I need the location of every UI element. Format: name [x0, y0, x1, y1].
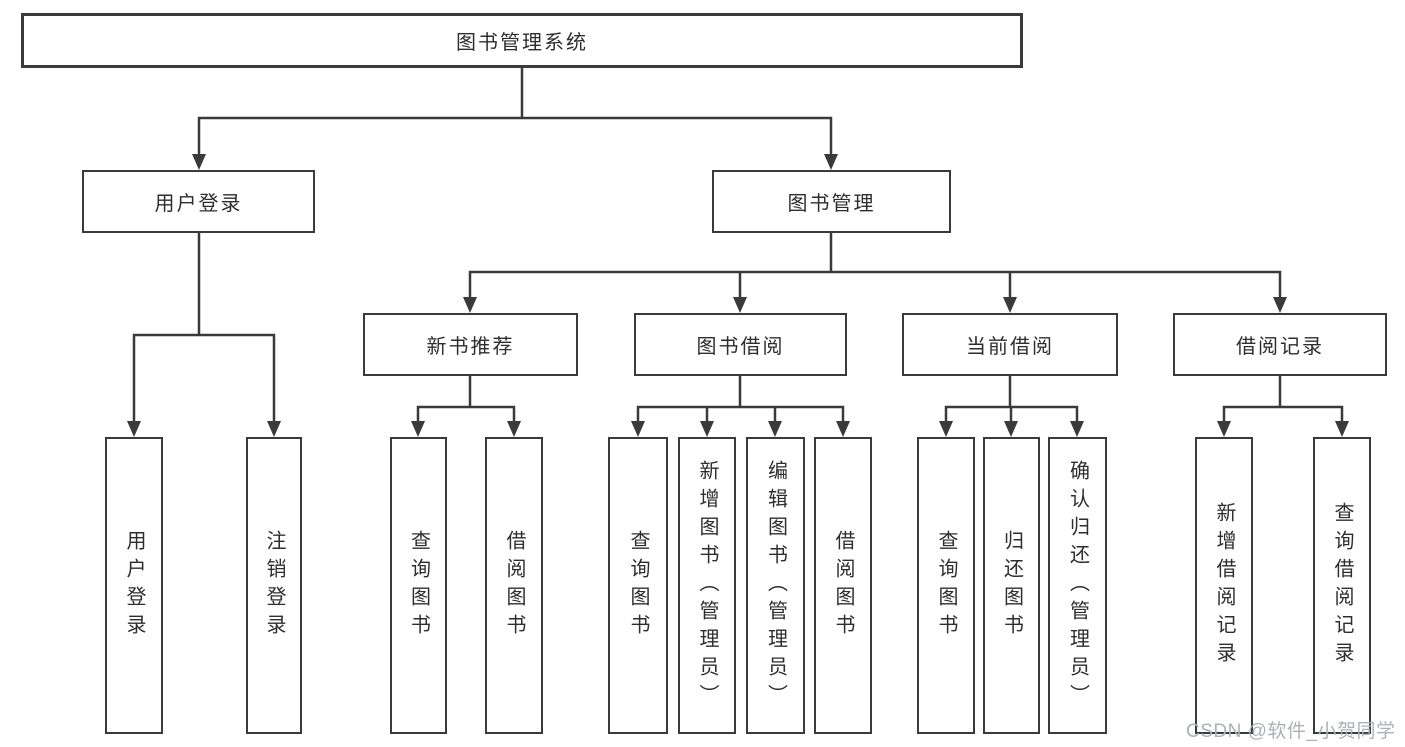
- leaf-label: 新增图书（管理员）: [696, 459, 718, 712]
- leaf-label: 查询图书: [935, 529, 957, 642]
- leaf-label: 确认归还（管理员）: [1066, 459, 1089, 712]
- node-library-system: 图书管理系统: [21, 13, 1023, 68]
- leaf-label: 注销登录: [263, 529, 285, 642]
- leaf-query-borrow-record: 查询借阅记录: [1313, 437, 1371, 734]
- node-label: 当前借阅: [966, 336, 1054, 358]
- leaf-label: 查询图书: [627, 529, 649, 642]
- csdn-watermark: CSDN @软件_小贺同学: [1186, 721, 1396, 742]
- node-book-management: 图书管理: [712, 170, 951, 233]
- arrowhead: [836, 421, 850, 437]
- arrowhead: [824, 154, 838, 170]
- node-user-login: 用户登录: [82, 170, 315, 233]
- connector-book-management-to-groups: [463, 233, 1287, 313]
- leaf-label: 查询图书: [407, 529, 430, 642]
- leaf-query-books-current: 查询图书: [917, 437, 975, 734]
- node-label: 用户登录: [154, 193, 243, 215]
- leaf-logout: 注销登录: [246, 437, 302, 734]
- leaf-confirm-return-admin: 确认归还（管理员）: [1048, 437, 1107, 734]
- node-borrow-records: 借阅记录: [1173, 313, 1387, 376]
- leaf-label: 借阅图书: [832, 529, 854, 642]
- leaf-user-login: 用户登录: [105, 437, 163, 734]
- arrowhead: [411, 421, 425, 437]
- node-book-borrow: 图书借阅: [634, 313, 847, 376]
- arrowhead: [1004, 421, 1018, 437]
- arrowhead: [1070, 421, 1084, 437]
- node-label: 图书管理系统: [456, 32, 588, 54]
- arrowhead: [1273, 297, 1287, 313]
- leaf-query-books-recommend: 查询图书: [390, 437, 447, 734]
- arrowhead: [939, 421, 953, 437]
- leaf-label: 用户登录: [123, 529, 145, 642]
- leaf-add-books-admin: 新增图书（管理员）: [678, 437, 736, 734]
- connector-user-login-to-leaves: [127, 233, 281, 437]
- node-new-book-recommend: 新书推荐: [363, 313, 578, 376]
- node-label: 图书借阅: [696, 336, 785, 358]
- node-label: 图书管理: [787, 193, 876, 215]
- connector-book-borrow-to-leaves: [631, 376, 850, 437]
- connector-borrow-records-to-leaves: [1217, 376, 1349, 437]
- arrowhead: [1217, 421, 1231, 437]
- arrowhead: [192, 154, 206, 170]
- arrowhead: [733, 297, 747, 313]
- connector-new-book-to-leaves: [411, 376, 521, 437]
- arrowhead: [267, 421, 281, 437]
- arrowhead: [768, 421, 782, 437]
- arrowhead: [700, 421, 714, 437]
- leaf-label: 编辑图书（管理员）: [764, 459, 787, 712]
- leaf-label: 新增借阅记录: [1213, 501, 1235, 670]
- leaf-label: 借阅图书: [503, 529, 525, 642]
- arrowhead: [1335, 421, 1349, 437]
- leaf-borrow-books: 借阅图书: [814, 437, 872, 734]
- node-label: 借阅记录: [1236, 336, 1324, 358]
- leaf-query-books-borrow: 查询图书: [608, 437, 668, 734]
- leaf-borrow-books-recommend: 借阅图书: [485, 437, 543, 734]
- arrowhead: [463, 297, 477, 313]
- arrowhead: [507, 421, 521, 437]
- connector-root-to-branches: [192, 68, 838, 170]
- node-current-borrow: 当前借阅: [902, 313, 1118, 376]
- leaf-return-books: 归还图书: [983, 437, 1040, 734]
- leaf-label: 查询借阅记录: [1331, 501, 1353, 670]
- connector-current-borrow-to-leaves: [939, 376, 1084, 437]
- arrowhead: [631, 421, 645, 437]
- node-label: 新书推荐: [426, 336, 515, 358]
- arrowhead: [127, 421, 141, 437]
- leaf-edit-books-admin: 编辑图书（管理员）: [746, 437, 805, 734]
- arrowhead: [1003, 297, 1017, 313]
- leaf-add-borrow-record: 新增借阅记录: [1195, 437, 1253, 734]
- leaf-label: 归还图书: [1000, 529, 1023, 642]
